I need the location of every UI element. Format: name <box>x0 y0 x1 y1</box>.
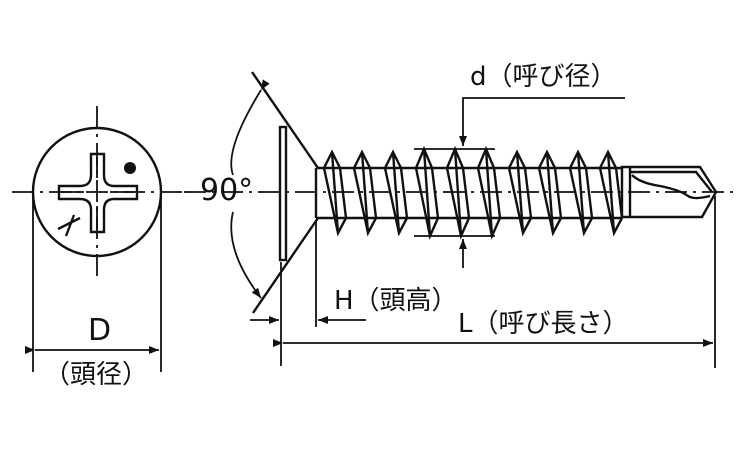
nominal-diameter-leader <box>459 97 625 146</box>
angle-arc <box>230 211 262 299</box>
countersink-angle-label: 90° <box>200 173 254 208</box>
thread-crest <box>383 149 409 237</box>
thread-crest <box>568 149 594 237</box>
drill-point <box>620 165 718 219</box>
head-height-label: H（頭高） <box>334 286 458 316</box>
thread-crest <box>322 149 348 237</box>
head-top-view <box>12 106 190 372</box>
drill-flute <box>630 170 713 193</box>
thread-crest <box>537 149 563 237</box>
phillips-cross-recess-icon <box>57 152 139 234</box>
head-diameter-label: （頭径） <box>44 360 149 390</box>
side-view <box>184 71 738 368</box>
drill-flute-curve <box>631 174 711 200</box>
thread-crest <box>507 149 533 237</box>
head-diameter-symbol: D <box>88 313 112 348</box>
head-bearing-face <box>278 125 288 262</box>
x-mark-icon <box>57 214 81 237</box>
dot-mark-icon <box>124 162 136 174</box>
nominal-length-label: L（呼び長さ） <box>458 309 629 339</box>
thread-crest <box>352 149 378 237</box>
thread-crest <box>598 149 624 237</box>
nominal-diameter-label: d（呼び径） <box>470 62 617 92</box>
countersink-line-bottom <box>252 217 319 314</box>
angle-arc <box>230 79 270 176</box>
